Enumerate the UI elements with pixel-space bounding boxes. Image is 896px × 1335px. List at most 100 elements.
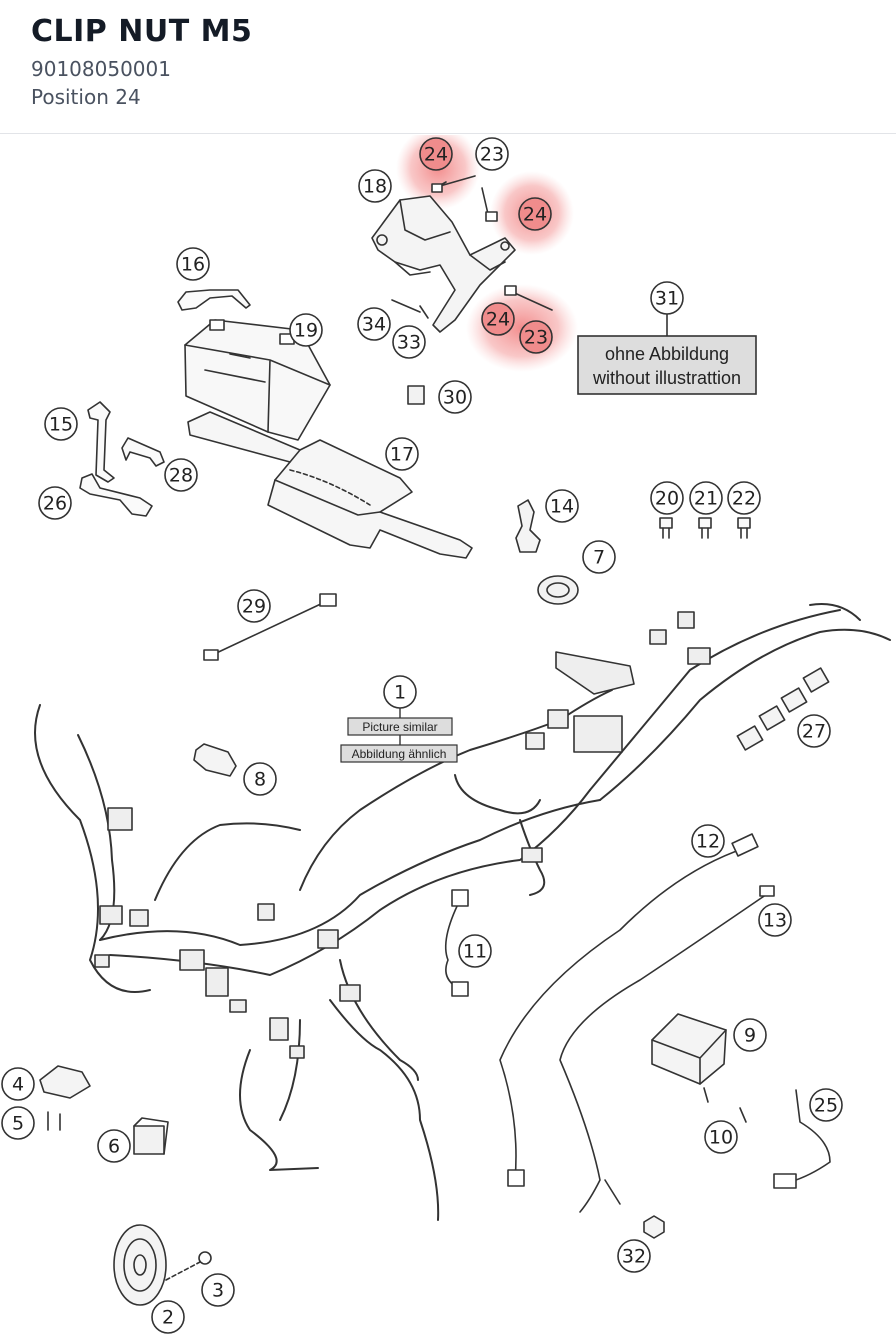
callout-circle: [385, 437, 419, 471]
callout-20[interactable]: 20: [650, 481, 684, 515]
callout-circle: [704, 1120, 738, 1154]
callout-circle: [733, 1018, 767, 1052]
callout-number: 9: [744, 1025, 756, 1047]
note-abbildung-aehnlich-text: Abbildung ähnlich: [352, 747, 447, 761]
callout-circle: [38, 486, 72, 520]
callout-circle: [691, 824, 725, 858]
callout-circle: [458, 934, 492, 968]
callout-circle: [519, 320, 553, 354]
callout-number: 25: [814, 1095, 838, 1117]
note-picture-similar: Picture similar Abbildung ähnlich: [340, 706, 458, 763]
callout-number: 26: [43, 493, 67, 515]
callout-circle: [650, 281, 684, 315]
callout-circle: [617, 1239, 651, 1273]
callout-number: 20: [655, 488, 679, 510]
callout-number: 27: [802, 721, 826, 743]
callout-circle: [727, 481, 761, 515]
callout-11[interactable]: 11: [458, 934, 492, 968]
callout-14[interactable]: 14: [545, 489, 579, 523]
callout-12[interactable]: 12: [691, 824, 725, 858]
callout-circle: [1, 1106, 35, 1140]
callout-circle: [243, 762, 277, 796]
callout-9[interactable]: 9: [733, 1018, 767, 1052]
callout-26[interactable]: 26: [38, 486, 72, 520]
callout-circle: [689, 481, 723, 515]
exploded-parts-diagram: ohne Abbildung without illustrattion Pic…: [0, 135, 896, 1335]
callout-circle: [358, 169, 392, 203]
callout-number: 10: [709, 1127, 733, 1149]
callout-circle: [392, 325, 426, 359]
callout-16[interactable]: 16: [176, 247, 210, 281]
callout-number: 34: [362, 314, 386, 336]
callout-6[interactable]: 6: [97, 1129, 131, 1163]
callout-number: 8: [254, 769, 266, 791]
callout-10[interactable]: 10: [704, 1120, 738, 1154]
callout-27[interactable]: 27: [797, 714, 831, 748]
callout-number: 12: [696, 831, 720, 853]
part-title: CLIP NUT M5: [31, 14, 253, 49]
callout-34[interactable]: 34: [357, 307, 391, 341]
callout-25[interactable]: 25: [809, 1088, 843, 1122]
callout-2[interactable]: 2: [151, 1300, 185, 1334]
callout-circle: [650, 481, 684, 515]
callout-number: 29: [242, 596, 266, 618]
callout-number: 24: [486, 309, 510, 331]
callout-circle: [809, 1088, 843, 1122]
callout-7[interactable]: 7: [582, 540, 616, 574]
note-picture-similar-text: Picture similar: [362, 720, 437, 734]
callout-number: 32: [622, 1246, 646, 1268]
callout-24-highlighted[interactable]: 24: [481, 302, 515, 336]
callout-circle: [518, 197, 552, 231]
callout-4[interactable]: 4: [1, 1067, 35, 1101]
callout-circle: [438, 380, 472, 414]
note-ohne-abbildung: ohne Abbildung: [605, 344, 729, 364]
callout-circle: [1, 1067, 35, 1101]
callout-circle: [151, 1300, 185, 1334]
callout-1[interactable]: 1: [383, 675, 417, 709]
callout-circle: [176, 247, 210, 281]
callout-number: 33: [397, 332, 421, 354]
callout-18[interactable]: 18: [358, 169, 392, 203]
callout-22[interactable]: 22: [727, 481, 761, 515]
callout-circle: [545, 489, 579, 523]
callout-23[interactable]: 23: [475, 137, 509, 171]
callout-number: 23: [524, 327, 548, 349]
part-drawings: [34, 175, 891, 1306]
callout-32[interactable]: 32: [617, 1239, 651, 1273]
callout-28[interactable]: 28: [164, 458, 198, 492]
callout-circle: [475, 137, 509, 171]
callout-number: 2: [162, 1307, 174, 1329]
callout-circle: [383, 675, 417, 709]
callout-number: 17: [390, 444, 414, 466]
callout-circle: [419, 137, 453, 171]
callout-number: 6: [108, 1136, 120, 1158]
callout-5[interactable]: 5: [1, 1106, 35, 1140]
callout-number: 16: [181, 254, 205, 276]
callout-33[interactable]: 33: [392, 325, 426, 359]
callout-8[interactable]: 8: [243, 762, 277, 796]
callout-circle: [481, 302, 515, 336]
callout-circle: [289, 313, 323, 347]
callout-15[interactable]: 15: [44, 407, 78, 441]
callout-number: 11: [463, 941, 487, 963]
callout-31[interactable]: 31: [650, 281, 684, 315]
callout-number: 30: [443, 387, 467, 409]
callout-3[interactable]: 3: [201, 1273, 235, 1307]
callout-number: 31: [655, 288, 679, 310]
note-without-illustration-text: without illustrattion: [592, 368, 741, 388]
callout-number: 14: [550, 496, 574, 518]
callout-circle: [797, 714, 831, 748]
callout-number: 4: [12, 1074, 24, 1096]
callout-30[interactable]: 30: [438, 380, 472, 414]
callout-19[interactable]: 19: [289, 313, 323, 347]
callout-21[interactable]: 21: [689, 481, 723, 515]
callout-13[interactable]: 13: [758, 903, 792, 937]
callout-circle: [97, 1129, 131, 1163]
callout-23-highlighted[interactable]: 23: [519, 320, 553, 354]
callout-17[interactable]: 17: [385, 437, 419, 471]
callout-24-highlighted[interactable]: 24: [518, 197, 552, 231]
callout-number: 21: [694, 488, 718, 510]
callout-24-highlighted[interactable]: 24: [419, 137, 453, 171]
callout-29[interactable]: 29: [237, 589, 271, 623]
